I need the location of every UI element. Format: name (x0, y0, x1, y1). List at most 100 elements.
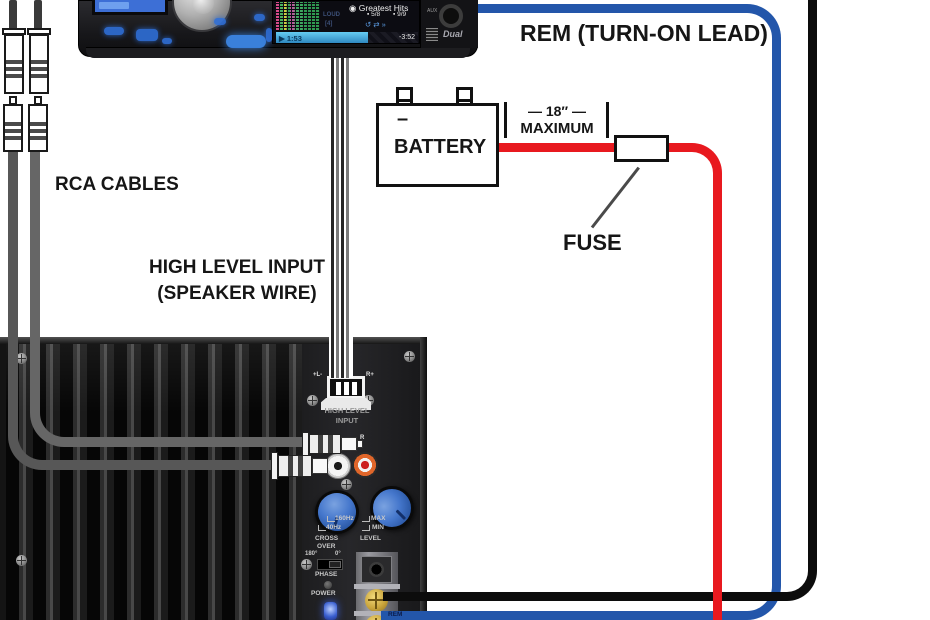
rca-plug-up (3, 104, 23, 152)
rca-cable-stub (9, 0, 17, 30)
ground-wire-end (383, 592, 433, 601)
crossover-min-label: 40Hz (326, 524, 342, 531)
heatsink-sheen (6, 344, 302, 620)
rca-plug-barrel (341, 437, 357, 451)
heatsink-fins (6, 344, 302, 620)
battery: BATTERY – (376, 103, 499, 187)
note-icon: ▪ (393, 11, 396, 18)
terminal-bar (354, 611, 400, 616)
power-socket (361, 556, 392, 583)
remote-wire-end (381, 611, 431, 620)
screw-icon (301, 559, 312, 570)
minus-icon: – (397, 108, 409, 130)
rca-cable-left (8, 150, 272, 470)
hl-connector-bracket (321, 398, 371, 410)
eq-preset: [4] (325, 21, 333, 27)
knob-pointer (395, 509, 407, 521)
elapsed-time: ▶ 1:53 (279, 33, 302, 43)
rem-lead-label: REM (TURN-ON LEAD) (520, 20, 768, 46)
power-led (324, 602, 337, 620)
high-level-input-label-line1: HIGH LEVEL INPUT (149, 257, 325, 278)
power-wire (495, 143, 722, 620)
rca-plug-top (309, 434, 341, 454)
fuse-label: FUSE (563, 230, 622, 255)
connector-slot (344, 382, 349, 395)
rca-cable-right (30, 150, 305, 447)
screw-icon (16, 353, 27, 364)
status-led (324, 581, 332, 589)
volume-knob-cap (192, 0, 214, 14)
crossover-label-line1: CROSS (315, 535, 339, 542)
ground-terminal-screw (365, 589, 388, 612)
lcd-glyph (99, 2, 129, 9)
remote-turn-on-wire (395, 4, 781, 620)
brand-logo: Dual (443, 29, 463, 39)
head-unit-button (254, 14, 265, 21)
connector-slot (336, 382, 341, 395)
track-title: ◉ Greatest Hits (349, 3, 409, 13)
hl-input-label-line2: INPUT (335, 416, 359, 425)
aux-label: AUX (427, 8, 438, 14)
phase-0-label: 0° (335, 551, 341, 557)
amp-top-edge (0, 337, 427, 344)
repeat-icon: ↺ (365, 20, 374, 29)
hl-input-label-line1: HIGH LEVEL (324, 406, 370, 415)
playback-mode-icons: ↺⇄» (365, 20, 388, 29)
rca-plug-flange (302, 432, 309, 456)
connector-slot (352, 382, 357, 395)
bracket-line (327, 516, 335, 522)
track-index: ▪ 9/9 (393, 11, 407, 18)
head-unit-right-panel: AUX Dual (420, 0, 478, 48)
socket-hole (369, 562, 384, 577)
screw-icon (16, 555, 27, 566)
head-unit-base (86, 47, 470, 58)
rca-plug-down (4, 34, 24, 94)
hl-connector-right-label: R+ (366, 372, 374, 378)
head-unit-button (266, 28, 272, 42)
rca-jack-left (325, 453, 351, 479)
remaining-time: -3:52 (399, 34, 415, 41)
power-label: POWER (311, 590, 336, 597)
crossover-max-label: 160Hz (335, 515, 354, 522)
bracket-line (362, 525, 370, 531)
rca-plug-barrel (312, 458, 328, 474)
high-level-input-connector (327, 376, 365, 399)
screw-icon (404, 351, 415, 362)
hl-connector-left-label: +L- (313, 372, 323, 378)
distance-tick (606, 102, 609, 138)
head-unit-button (214, 18, 226, 25)
terminal-bar (354, 584, 400, 589)
bracket-line (318, 525, 326, 531)
rca-plug-up (28, 104, 48, 152)
head-unit-button (136, 29, 158, 41)
battery-label: BATTERY (394, 136, 487, 158)
fuse (614, 135, 669, 162)
head-unit-band-button (226, 35, 266, 48)
level-min-label: MIN (372, 524, 384, 531)
distance-tick (504, 102, 507, 138)
phase-label: PHASE (315, 571, 338, 578)
play-icon: ▶ (279, 33, 285, 43)
screw-icon (341, 479, 352, 490)
terminal-block (354, 552, 400, 620)
distance-label-line2: MAXIMUM (520, 120, 594, 137)
distance-label-line1: — 18″ — (527, 103, 587, 119)
head-unit-button (104, 27, 124, 35)
crossover-label-line2: OVER (317, 543, 336, 550)
bracket-line (362, 516, 370, 522)
screw-icon (307, 395, 318, 406)
head-unit-left-lcd (92, 0, 168, 15)
eq-dot-matrix (426, 28, 438, 41)
loudness-indicator: LOUD (323, 12, 340, 18)
folder-icon: ▪ (367, 11, 370, 18)
phase-180-label: 180° (305, 551, 318, 557)
switch-knob (329, 561, 341, 568)
level-max-label: MAX (371, 515, 386, 522)
head-unit-button (162, 38, 172, 44)
level-label: LEVEL (360, 535, 381, 542)
rem-terminal-screw (365, 615, 388, 620)
high-level-input-label-line2: (SPEAKER WIRE) (157, 283, 317, 304)
phase-switch (317, 559, 343, 570)
more-icon: » (381, 20, 388, 29)
